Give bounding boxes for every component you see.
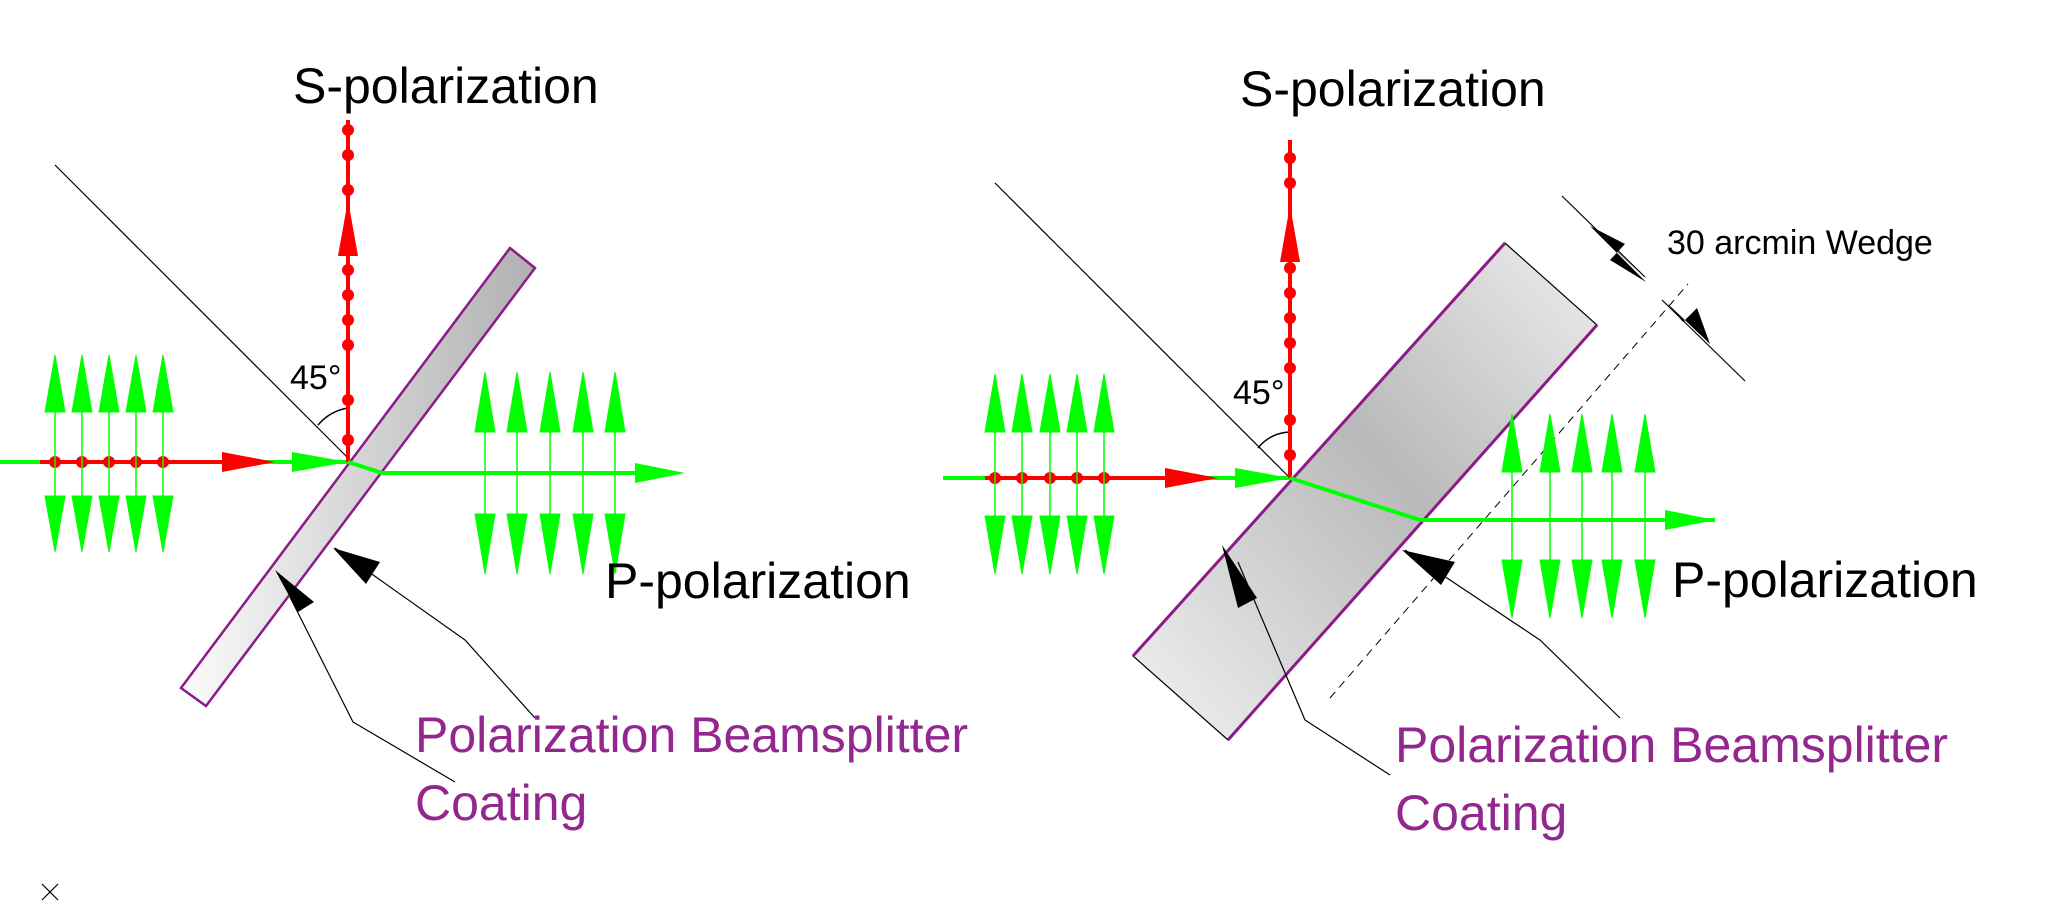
right-coating-label-line2: Coating [1395, 785, 1567, 841]
left-incoming-arrowhead-red [222, 452, 275, 472]
left-p-beam [347, 460, 665, 475]
left-transmitted-p-arrows [474, 371, 626, 575]
left-coating-leaders [275, 547, 536, 783]
right-wedge-plate [1132, 242, 1598, 741]
right-incoming-p-arrows [984, 373, 1115, 575]
right-angle-label: 45° [1233, 374, 1284, 412]
left-incoming-p-arrows [44, 354, 174, 553]
right-p-arrowhead [1665, 510, 1715, 530]
right-guide-line [994, 182, 1291, 479]
left-p-arrowhead [635, 463, 685, 483]
left-incoming-arrowhead-green [292, 452, 348, 472]
left-coating-label-line2: Coating [415, 775, 587, 831]
right-wedge-reference-line [1329, 283, 1689, 699]
right-s-dots [1284, 152, 1296, 461]
right-panel: S-polarization 45° 30 arcmin Wedge P-pol… [943, 61, 1978, 841]
left-p-label: P-polarization [605, 553, 911, 609]
right-coating-label-line1: Polarization Beamsplitter [1395, 717, 1948, 773]
right-s-arrowhead [1280, 205, 1300, 262]
right-incoming-arrowhead-green [1235, 468, 1290, 488]
right-wedge-dimension [1561, 195, 1746, 382]
left-beamsplitter-plate [179, 246, 537, 708]
origin-marker-icon [41, 883, 59, 901]
right-back-surface [1226, 324, 1599, 741]
right-angle-arc [1257, 431, 1291, 449]
left-guide-line [54, 164, 349, 459]
left-s-arrowhead [338, 200, 358, 256]
right-transmitted-p-arrows [1501, 413, 1656, 619]
left-s-dots [342, 124, 354, 446]
left-coating-label-line1: Polarization Beamsplitter [415, 707, 968, 763]
right-p-label: P-polarization [1672, 552, 1978, 608]
left-angle-label: 45° [290, 359, 341, 397]
right-coating-leaders [1222, 545, 1621, 776]
left-panel: S-polarization 45° P-polarization Polari… [0, 58, 968, 831]
right-wedge-label: 30 arcmin Wedge [1667, 224, 1933, 262]
right-coating-surface [1131, 241, 1507, 658]
right-incoming-arrowhead-red [1165, 468, 1218, 488]
right-s-label: S-polarization [1240, 61, 1546, 117]
right-p-beam [1289, 476, 1715, 522]
left-angle-arc [317, 407, 349, 426]
left-s-label: S-polarization [293, 58, 599, 114]
